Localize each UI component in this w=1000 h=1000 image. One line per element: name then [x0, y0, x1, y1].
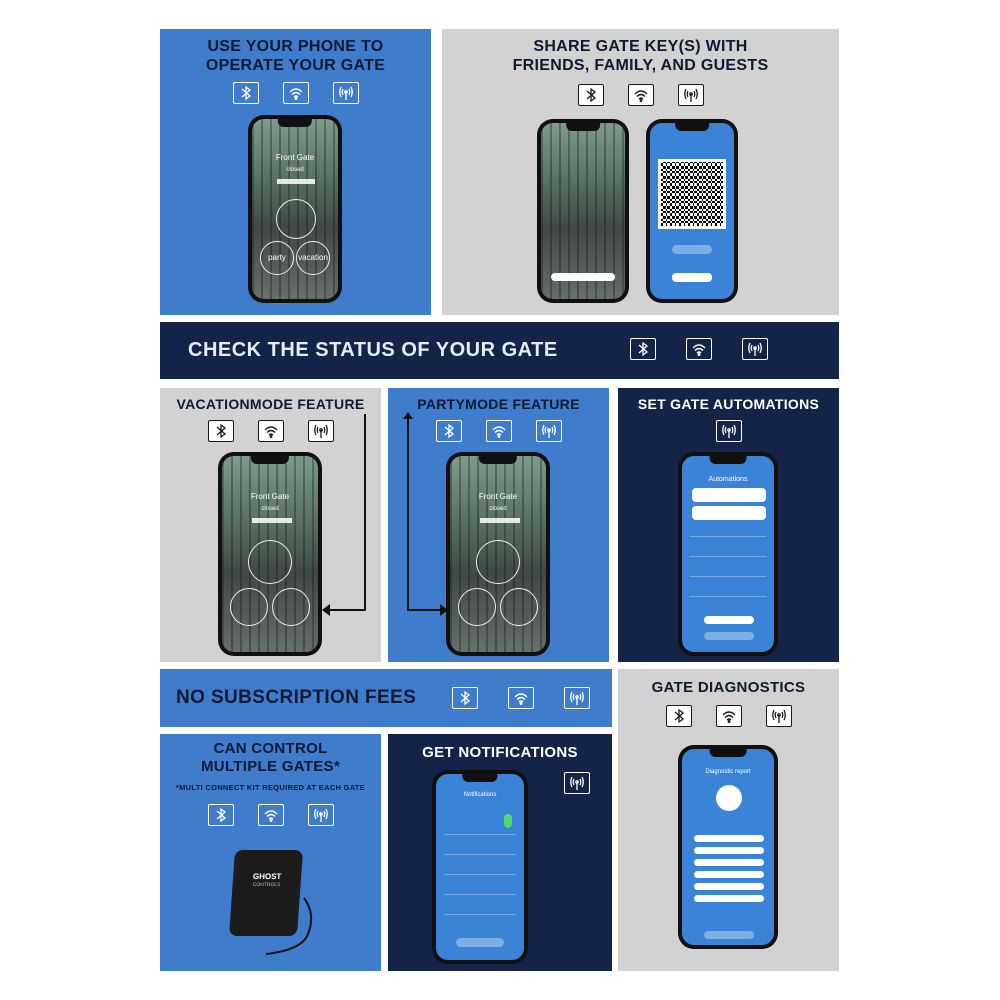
connectivity-icons [564, 772, 590, 794]
antenna-icon [715, 420, 742, 442]
panel-title-line-1: SHARE GATE KEY(S) WITH [533, 38, 748, 55]
wifi-icon [257, 420, 284, 442]
panel-title: GET NOTIFICATIONS [422, 744, 578, 761]
open-button[interactable] [248, 540, 292, 584]
wifi-icon [257, 804, 284, 826]
vacation-mode-button[interactable] [500, 588, 538, 626]
bluetooth-icon [435, 420, 462, 442]
panel-no-subscription: NO SUBSCRIPTION FEES [160, 669, 612, 727]
arrow-head [440, 604, 448, 616]
panel-title: VACATIONMODE FEATURE [176, 396, 365, 412]
phone-mockup: Notifications [432, 770, 528, 964]
connectivity-icons [630, 338, 768, 360]
phone-mockup: Diagnostic report [678, 745, 778, 949]
qr-code [658, 159, 726, 229]
bluetooth-icon [577, 84, 604, 106]
panel-title-line-1: USE YOUR PHONE TO [207, 38, 384, 55]
wifi-icon [485, 420, 512, 442]
party-mode-button[interactable] [230, 588, 268, 626]
panel-title: NO SUBSCRIPTION FEES [176, 687, 417, 708]
antenna-icon [535, 420, 562, 442]
panel-share-keys: SHARE GATE KEY(S) WITH FRIENDS, FAMILY, … [442, 29, 839, 315]
connectivity-icons [618, 705, 839, 727]
panel-title: GATE DIAGNOSTICS [651, 679, 806, 696]
connectivity-icons [160, 420, 381, 442]
phone-mockup: Front Gate closed [218, 452, 322, 656]
antenna-icon [564, 687, 590, 709]
connectivity-icons [452, 687, 590, 709]
open-button[interactable] [476, 540, 520, 584]
device-cable [265, 897, 313, 955]
wifi-icon [508, 687, 534, 709]
screen-title: Notifications [463, 792, 497, 798]
panel-multiple-gates: CAN CONTROL MULTIPLE GATES* *MULTI CONNE… [160, 734, 381, 971]
phone-mockup: Automations [678, 452, 778, 656]
bluetooth-icon [207, 420, 234, 442]
phone-mockup-qr [646, 119, 738, 303]
party-mode-button[interactable] [458, 588, 496, 626]
connectivity-icons [160, 804, 381, 826]
panel-title: SET GATE AUTOMATIONS [637, 396, 820, 412]
arrow-head [322, 604, 330, 616]
phone-mockup-share [537, 119, 629, 303]
antenna-icon [307, 420, 334, 442]
panel-notifications: GET NOTIFICATIONS Notifications [388, 734, 612, 971]
antenna-icon [765, 705, 792, 727]
bluetooth-icon [630, 338, 656, 360]
connectivity-icons [618, 420, 839, 442]
open-button[interactable] [276, 199, 316, 239]
phone-mockup: Front Gate closed [446, 452, 550, 656]
panel-vacation-mode: VACATIONMODE FEATURE Front Gate closed [160, 388, 381, 662]
bluetooth-icon [665, 705, 692, 727]
wrench-icon [716, 785, 742, 811]
phone-mockup: Front Gate closed party vacation [248, 115, 342, 303]
toggle-switch[interactable] [504, 814, 512, 828]
gate-name: Front Gate [275, 153, 315, 162]
connectivity-icons [442, 84, 839, 106]
panel-diagnostics: GATE DIAGNOSTICS Diagnostic report [618, 669, 839, 971]
screen-title: Diagnostic report [705, 769, 751, 775]
antenna-icon [564, 772, 590, 794]
gate-state: closed [286, 167, 304, 173]
connectivity-icons [160, 82, 431, 104]
vacation-mode-button[interactable]: vacation [296, 241, 330, 275]
bluetooth-icon [232, 82, 259, 104]
party-mode-button[interactable]: party [260, 241, 294, 275]
panel-title: CHECK THE STATUS OF YOUR GATE [188, 339, 558, 361]
panel-check-status: CHECK THE STATUS OF YOUR GATE [160, 322, 839, 379]
antenna-icon [742, 338, 768, 360]
wifi-icon [686, 338, 712, 360]
wifi-icon [627, 84, 654, 106]
bluetooth-icon [207, 804, 234, 826]
screen-title: Automations [708, 476, 748, 483]
antenna-icon [677, 84, 704, 106]
panel-party-mode: PARTYMODE FEATURE Front Gate closed [388, 388, 609, 662]
arrow-tail [403, 412, 413, 419]
panel-title-line-2: FRIENDS, FAMILY, AND GUESTS [512, 57, 769, 75]
antenna-icon [307, 804, 334, 826]
device-brand: GHOST [252, 872, 282, 881]
bluetooth-icon [452, 687, 478, 709]
connectivity-icons [388, 420, 609, 442]
panel-title-line-2: MULTIPLE GATES* [201, 758, 340, 775]
panel-operate-gate: USE YOUR PHONE TO OPERATE YOUR GATE Fron… [160, 29, 431, 315]
antenna-icon [332, 82, 359, 104]
panel-note: *MULTI CONNECT KIT REQUIRED AT EACH GATE [175, 783, 366, 792]
vacation-mode-button[interactable] [272, 588, 310, 626]
wifi-icon [282, 82, 309, 104]
panel-title: PARTYMODE FEATURE [417, 396, 580, 412]
panel-automations: SET GATE AUTOMATIONS Automations [618, 388, 839, 662]
wifi-icon [715, 705, 742, 727]
panel-title-line-1: CAN CONTROL [213, 740, 328, 757]
panel-title-line-2: OPERATE YOUR GATE [205, 57, 386, 75]
